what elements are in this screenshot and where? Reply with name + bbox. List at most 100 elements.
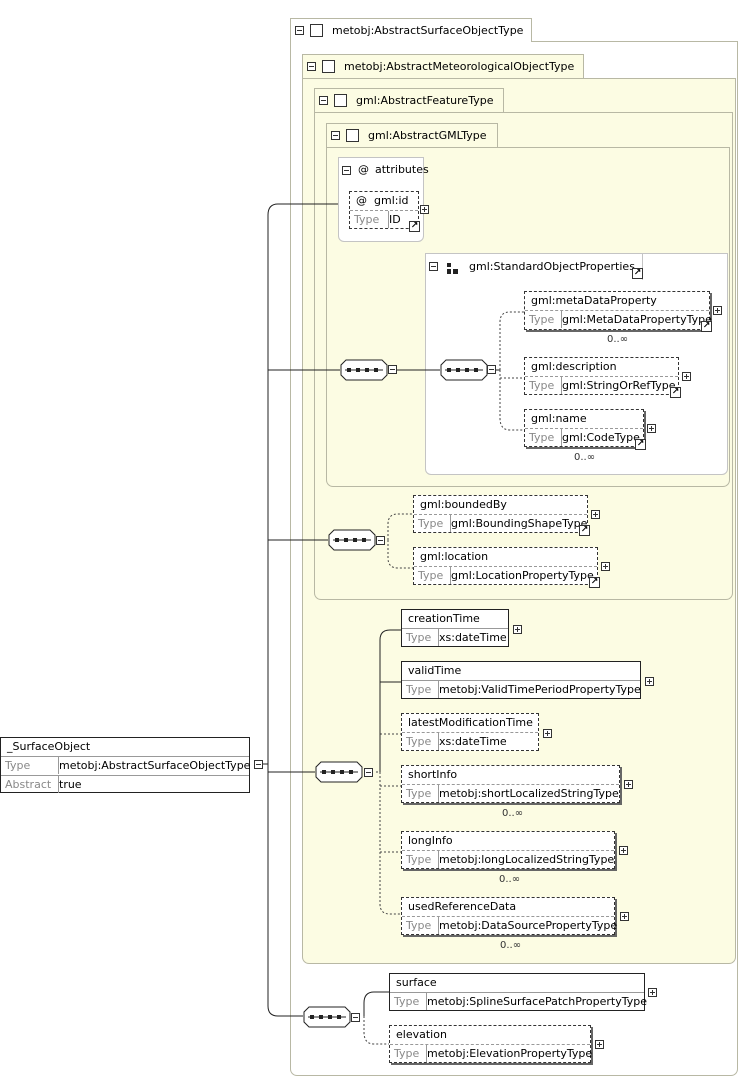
type-label: Type: [402, 681, 439, 698]
collapse-icon[interactable]: [487, 365, 496, 374]
sequence-compositor-icon: [440, 359, 488, 381]
expand-icon[interactable]: [601, 562, 610, 571]
type-label: Type: [414, 567, 451, 584]
sequence-compositor-icon: [340, 359, 388, 381]
at-icon: @: [358, 163, 369, 176]
expand-icon[interactable]: [591, 510, 600, 519]
element-name: creationTime: [408, 612, 480, 625]
type-label: Type: [390, 1045, 427, 1062]
element-name: latestModificationTime: [408, 716, 533, 729]
collapse-icon[interactable]: [351, 1013, 360, 1022]
attribute-name: gml:id: [374, 194, 409, 207]
meteorological-object-type-tab[interactable]: metobj:AbstractMeteorologicalObjectType: [302, 54, 584, 78]
link-arrow-icon[interactable]: ↗: [579, 525, 590, 536]
feature-type-tab[interactable]: gml:AbstractFeatureType: [314, 88, 504, 112]
group-icon: [447, 260, 459, 274]
attribute-type: ID: [389, 213, 401, 226]
expand-icon[interactable]: [513, 625, 522, 634]
element-name: _SurfaceObject: [7, 740, 91, 753]
element-name-label: gml:name: [531, 412, 587, 425]
surface-object-type-tab[interactable]: metobj:AbstractSurfaceObjectType: [290, 18, 532, 42]
type-label: Type: [402, 733, 439, 750]
attributes-title: attributes: [375, 163, 429, 176]
link-arrow-icon[interactable]: ↗: [635, 439, 646, 450]
expand-icon[interactable]: [713, 306, 722, 315]
type-label: Type: [525, 311, 562, 328]
collapse-icon[interactable]: [295, 26, 304, 35]
expand-icon[interactable]: [420, 205, 429, 214]
element-name: elevation: [396, 1028, 447, 1041]
collapse-icon[interactable]: [388, 365, 397, 374]
standard-object-properties-title: gml:StandardObjectProperties: [469, 260, 635, 273]
link-arrow-icon[interactable]: ↗: [670, 387, 681, 398]
expand-icon[interactable]: [648, 988, 657, 997]
gml-type-tab[interactable]: gml:AbstractGMLType: [326, 123, 498, 147]
surface-object-type-title: metobj:AbstractSurfaceObjectType: [332, 24, 524, 37]
type-label: Type: [402, 851, 439, 868]
element-type: metobj:ValidTimePeriodPropertyType: [439, 683, 641, 696]
expand-icon[interactable]: [595, 1040, 604, 1049]
element-type: gml:CodeType: [562, 431, 640, 444]
cardinality: 0..∞: [500, 940, 522, 951]
collapse-icon[interactable]: [254, 760, 263, 769]
collapse-icon[interactable]: [364, 768, 373, 777]
type-label: Type: [1, 757, 59, 774]
collapse-icon[interactable]: [376, 536, 385, 545]
element-type: gml:MetaDataPropertyType: [562, 313, 712, 326]
element-type: gml:LocationPropertyType: [451, 569, 594, 582]
expand-icon[interactable]: [624, 780, 633, 789]
element-type: gml:StringOrRefType: [562, 379, 676, 392]
type-label: Type: [414, 515, 451, 532]
cardinality: 0..∞: [502, 808, 524, 819]
element-type: metobj:DataSourcePropertyType: [439, 919, 618, 932]
feature-type-title: gml:AbstractFeatureType: [356, 94, 494, 107]
link-arrow-icon[interactable]: ↗: [701, 321, 712, 332]
collapse-icon[interactable]: [307, 62, 316, 71]
link-arrow-icon[interactable]: ↗: [589, 577, 600, 588]
element-name: usedReferenceData: [408, 900, 517, 913]
type-label: Type: [402, 629, 439, 646]
link-arrow-icon[interactable]: ↗: [632, 268, 643, 279]
abstract-value: true: [59, 778, 82, 791]
abstract-label: Abstract: [1, 776, 59, 793]
sequence-compositor-icon: [328, 529, 376, 551]
expand-icon[interactable]: [620, 912, 629, 921]
collapse-icon[interactable]: [319, 96, 328, 105]
element-name: surface: [396, 976, 437, 989]
expand-icon[interactable]: [619, 846, 628, 855]
expand-icon[interactable]: [645, 677, 654, 686]
collapse-icon[interactable]: [429, 262, 438, 271]
expand-icon[interactable]: [647, 424, 656, 433]
expand-icon[interactable]: [543, 729, 552, 738]
collapse-icon[interactable]: [342, 166, 351, 175]
complex-type-icon: [310, 24, 323, 37]
expand-icon[interactable]: [682, 372, 691, 381]
type-label: Type: [402, 785, 439, 802]
link-arrow-icon[interactable]: ↗: [409, 221, 420, 232]
complex-type-icon: [334, 94, 347, 107]
complex-type-icon: [322, 60, 335, 73]
element-type: metobj:SplineSurfacePatchPropertyType: [427, 995, 648, 1008]
standard-object-properties-header: [425, 253, 643, 280]
cardinality: 0..∞: [574, 452, 596, 463]
at-icon: @: [356, 194, 367, 207]
element-name: gml:description: [531, 360, 617, 373]
type-label: Type: [402, 917, 439, 934]
element-name: validTime: [408, 664, 462, 677]
collapse-icon[interactable]: [331, 131, 340, 140]
